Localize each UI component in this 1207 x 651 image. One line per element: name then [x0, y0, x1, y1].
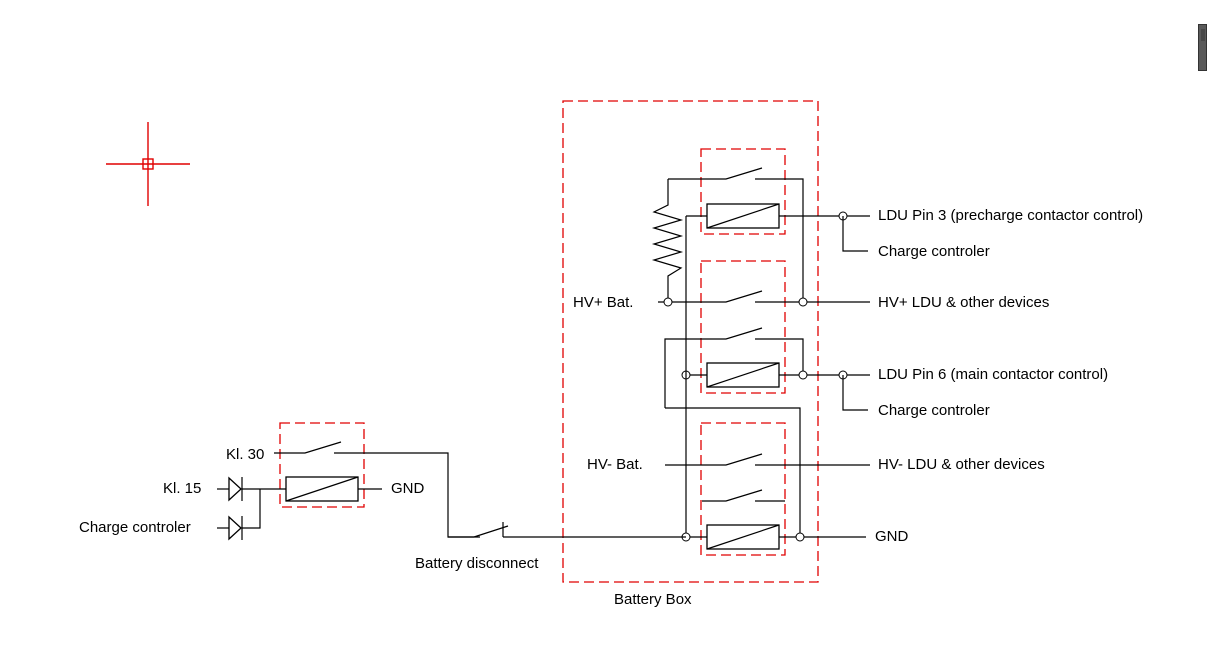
main-positive-contactor-enclosure — [700, 260, 786, 394]
gnd-left-label: GND — [391, 480, 425, 497]
main-negative-contactor[interactable] — [665, 422, 870, 556]
precharge-contactor-enclosure — [700, 148, 786, 235]
crosshair-cursor-icon — [106, 122, 190, 206]
ldu-pin3-label: LDU Pin 3 (precharge contactor control) — [878, 207, 1143, 224]
ignition-relay[interactable] — [242, 422, 480, 538]
aux-switch-blade — [664, 327, 763, 408]
precharge-switch-out — [755, 178, 804, 302]
kl15-label: Kl. 15 — [163, 480, 201, 497]
precharge-resistor — [651, 179, 684, 302]
battery-disconnect-label: Battery disconnect — [415, 555, 539, 572]
battery-disconnect-switch[interactable] — [448, 522, 686, 538]
kl30-switch-blade — [274, 441, 342, 454]
precharge-contactor[interactable] — [668, 148, 870, 302]
charge-controler-2-label: Charge controler — [878, 402, 990, 419]
vertical-scrollbar-thumb[interactable] — [1198, 24, 1207, 71]
hv-minus-ldu-label: HV- LDU & other devices — [878, 456, 1045, 473]
charge-controler-diode — [217, 489, 261, 541]
hv-plus-ldu-label: HV+ LDU & other devices — [878, 294, 1049, 311]
grip-icon — [1201, 29, 1205, 41]
ldu-pin6-label: LDU Pin 6 (main contactor control) — [878, 366, 1108, 383]
battery-box-enclosure — [562, 100, 819, 583]
battery-box-label: Battery Box — [614, 591, 692, 608]
main-positive-contactor[interactable] — [658, 260, 870, 408]
hv-plus-switch-blade — [658, 290, 763, 303]
internal-switch-blade — [702, 489, 763, 502]
kl30-label: Kl. 30 — [226, 446, 264, 463]
charge-controler-1-label: Charge controler — [878, 243, 990, 260]
charge-controler-left-label: Charge controler — [79, 519, 191, 536]
gnd-right-label: GND — [875, 528, 909, 545]
coil3-right-node — [795, 532, 805, 542]
hv-plus-bat-node — [663, 297, 673, 307]
hv-minus-bat-label: HV- Bat. — [587, 456, 643, 473]
hv-plus-out-node — [798, 297, 808, 307]
hv-plus-bat-label: HV+ Bat. — [573, 294, 633, 311]
precharge-switch-blade — [668, 167, 763, 180]
hv-minus-switch-blade — [665, 453, 763, 466]
main-negative-contactor-enclosure — [700, 422, 786, 556]
ignition-relay-enclosure — [279, 422, 365, 508]
coil2-right-node — [798, 370, 808, 380]
kl15-diode — [217, 476, 243, 502]
